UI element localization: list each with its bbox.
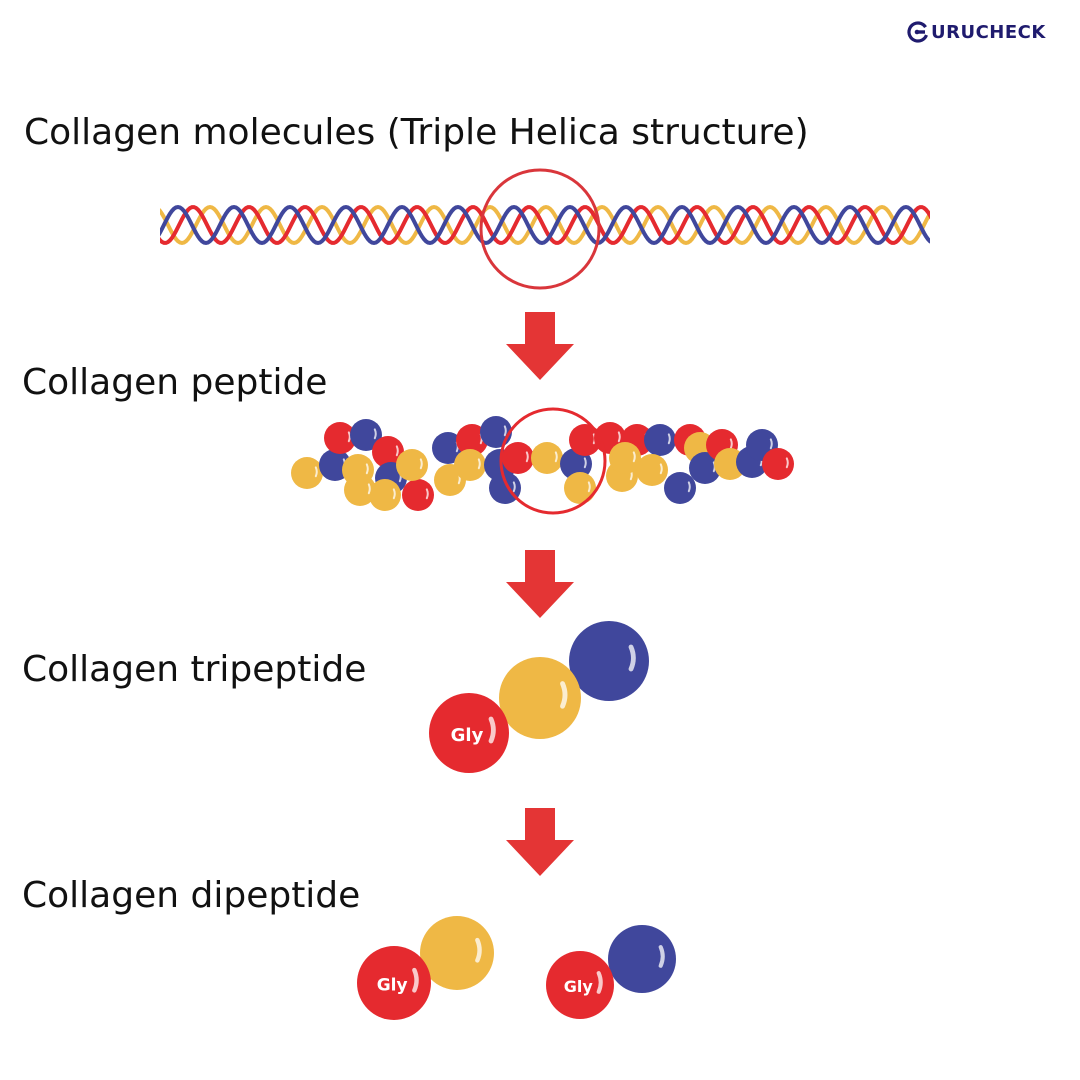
brand-name: URUCHECK (931, 21, 1046, 43)
amino-acid-ball (762, 448, 794, 480)
tripeptide-group: Gly (429, 621, 649, 773)
peptide-cluster (291, 416, 794, 511)
amino-acid-ball (454, 449, 486, 481)
helix-strand (160, 205, 930, 245)
amino-acid-ball (372, 436, 404, 468)
amino-acid-ball (396, 449, 428, 481)
helix-strand (160, 204, 930, 246)
label-collagen-molecules: Collagen molecules (Triple Helica struct… (24, 112, 809, 153)
amino-acid-ball (499, 657, 581, 739)
amino-acid-ball: Gly (429, 693, 509, 773)
amino-acid-ball (531, 442, 563, 474)
amino-acid-ball (480, 416, 512, 448)
amino-acid-ball (369, 479, 401, 511)
down-arrow-2 (506, 550, 574, 618)
amino-acid-ball (564, 472, 596, 504)
label-collagen-peptide: Collagen peptide (22, 362, 328, 403)
gly-label: Gly (451, 725, 484, 746)
amino-acid-ball (636, 454, 668, 486)
amino-acid-ball (350, 419, 382, 451)
amino-acid-ball (502, 442, 534, 474)
amino-acid-ball (664, 472, 696, 504)
dipeptide-group-1: Gly (357, 916, 494, 1020)
amino-acid-ball: Gly (357, 946, 431, 1020)
amino-acid-ball (324, 422, 356, 454)
down-arrow-3 (506, 808, 574, 876)
logo-g-icon (907, 21, 929, 43)
triple-helix (160, 204, 930, 246)
label-collagen-tripeptide: Collagen tripeptide (22, 649, 367, 690)
amino-acid-ball: Gly (546, 951, 614, 1019)
amino-acid-ball (569, 621, 649, 701)
gly-label: Gly (564, 977, 594, 996)
amino-acid-ball (644, 424, 676, 456)
amino-acid-ball (420, 916, 494, 990)
dipeptide-group-2: Gly (546, 925, 676, 1019)
amino-acid-ball (402, 479, 434, 511)
amino-acid-ball (344, 474, 376, 506)
gurucheck-logo: URUCHECK (906, 20, 1046, 44)
peptide-highlight-circle (499, 407, 607, 515)
amino-acid-ball (291, 457, 323, 489)
amino-acid-ball (608, 925, 676, 993)
down-arrow-1 (506, 312, 574, 380)
helix-highlight-circle (479, 168, 601, 290)
amino-acid-ball (609, 442, 641, 474)
gly-label: Gly (377, 975, 408, 995)
helix-strand (160, 204, 930, 246)
amino-acid-ball (560, 448, 592, 480)
label-collagen-dipeptide: Collagen dipeptide (22, 875, 361, 916)
